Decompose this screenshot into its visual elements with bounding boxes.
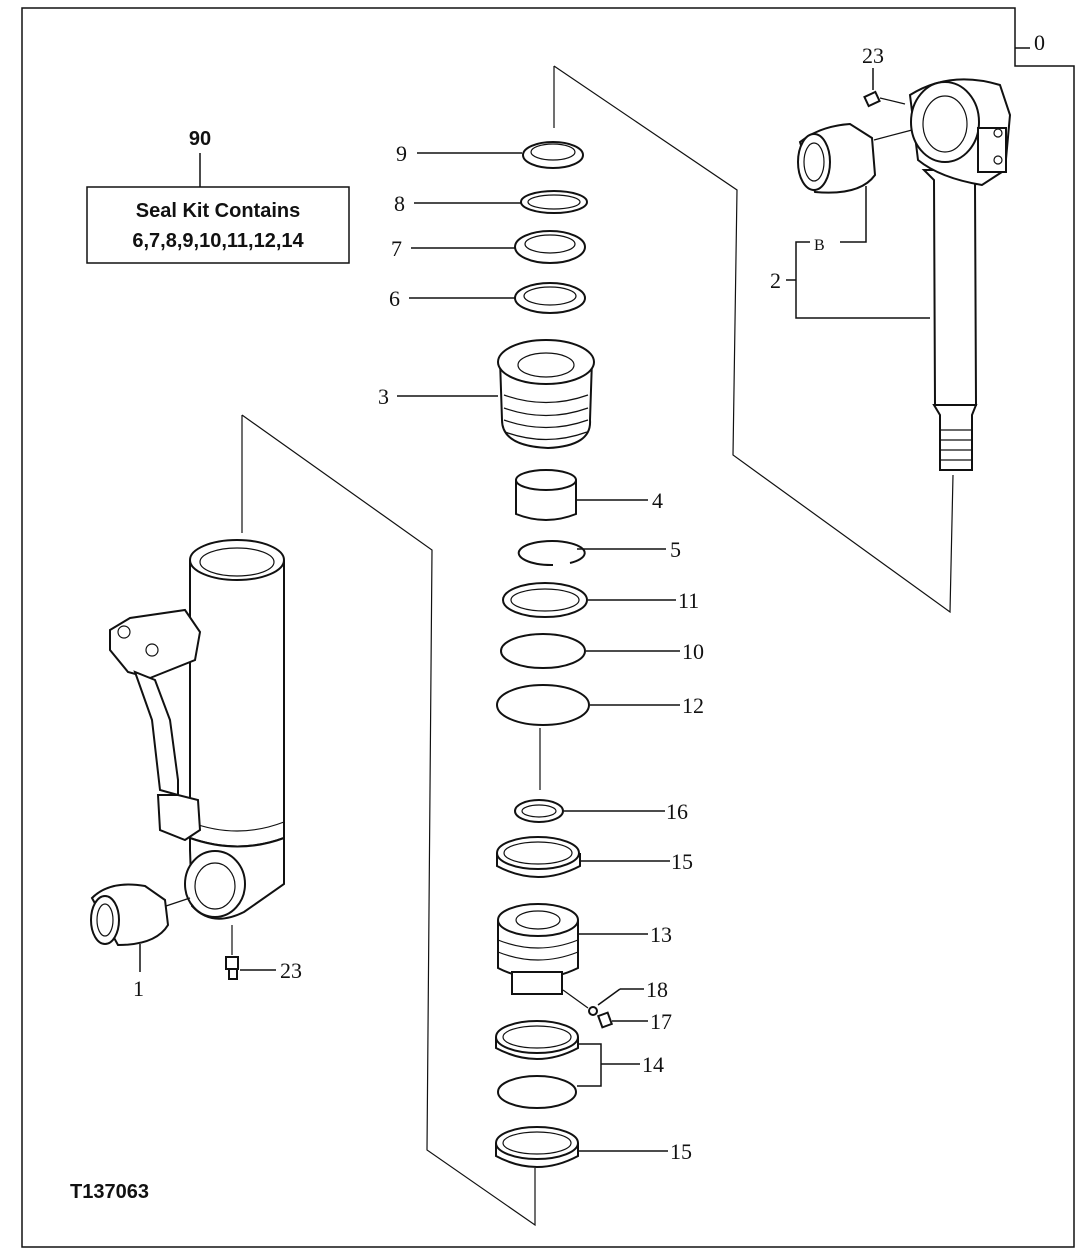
callout-4: 4 [652,488,663,513]
part-6-buffer-seal: 6 [389,282,586,314]
part-15-wear-ring-lower: 15 [495,1126,692,1168]
part-14-piston-seal: 14 [495,1020,664,1109]
callout-9: 9 [396,141,407,166]
part-13-piston: 13 [497,903,672,995]
part-4-bushing: 4 [515,469,663,521]
callout-90: 90 [189,128,211,150]
part-1-bushing: 1 [90,883,191,1001]
barrel-group-outline [241,414,536,1227]
callout-23-lower: 23 [280,958,302,983]
callout-12: 12 [682,693,704,718]
seal-kit-title: Seal Kit Contains [136,200,300,222]
part-9-wiper: 9 [396,141,584,169]
callout-3: 3 [378,384,389,409]
part-16-ring: 16 [514,799,688,824]
callout-11: 11 [678,588,699,613]
part-2-piston-rod [908,78,1012,471]
seal-kit-items: 6,7,8,9,10,11,12,14 [132,230,304,252]
figure-id: T137063 [70,1181,149,1203]
callout-2: 2 [770,268,781,293]
part-rod-bushing: B 2 [770,122,930,319]
part-11-ring: 11 [502,582,699,618]
callout-14: 14 [642,1052,664,1077]
callout-B: B [814,237,825,254]
part-12-o-ring: 12 [496,684,704,790]
callout-1: 1 [133,976,144,1001]
part-barrel [109,539,285,920]
part-7-rod-seal: 7 [391,230,586,264]
part-5-snap-ring: 5 [517,537,681,567]
part-3-cylinder-head: 3 [378,339,595,450]
part-18-ball: 18 [562,977,668,1016]
callout-23-upper: 23 [862,43,884,68]
part-23-grease-fitting-lower: 23 [225,925,302,983]
callout-7: 7 [391,236,402,261]
callout-18: 18 [646,977,668,1002]
rod-group-outline [553,65,954,614]
callout-16: 16 [666,799,688,824]
seal-kit-box: 90 Seal Kit Contains 6,7,8,9,10,11,12,14 [86,128,350,264]
callout-13: 13 [650,922,672,947]
part-8-backup-ring: 8 [394,190,588,216]
callout-17: 17 [650,1009,672,1034]
part-23-grease-fitting-upper: 23 [862,43,906,108]
callout-10: 10 [682,639,704,664]
callout-15-upper: 15 [671,849,693,874]
part-10-o-ring: 10 [500,633,704,669]
callout-0: 0 [1034,30,1045,55]
callout-8: 8 [394,191,405,216]
part-17-set-screw: 17 [596,1009,672,1034]
callout-6: 6 [389,286,400,311]
part-15-wear-ring-upper: 15 [496,836,693,878]
callout-5: 5 [670,537,681,562]
outer-frame [21,7,1075,1248]
callout-15-lower: 15 [670,1139,692,1164]
